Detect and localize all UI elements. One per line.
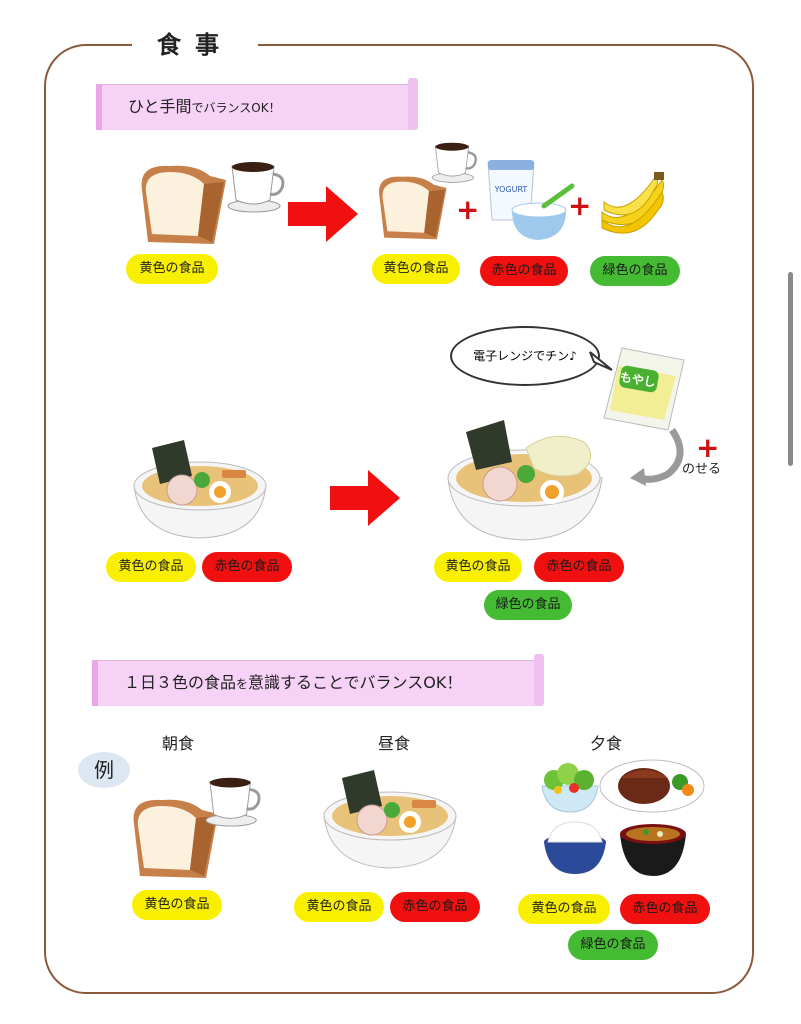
- label-yellow-food: 黄色の食品: [434, 552, 522, 582]
- label-red-food: 赤色の食品: [390, 892, 480, 922]
- bread-illustration: [141, 165, 226, 244]
- label-yellow-food: 黄色の食品: [106, 552, 196, 582]
- banner-text-c: 意識することでバランスOK！: [248, 673, 463, 692]
- arrow-right-icon: [330, 470, 400, 526]
- dinner-label: 夕食: [590, 734, 623, 753]
- label-yellow-food: 黄色の食品: [372, 254, 460, 284]
- banner-text-b: を: [236, 677, 249, 691]
- label-red-food: 赤色の食品: [202, 552, 292, 582]
- coffee-cup-icon: [227, 162, 285, 213]
- plus-icon: +: [568, 189, 592, 222]
- label-red-food: 赤色の食品: [534, 552, 624, 582]
- speech-bubble: 電子レンジでチン♪: [450, 326, 600, 386]
- lunch-label: 昼食: [378, 734, 411, 753]
- hamburg-steak-illustration: [599, 759, 705, 813]
- rice-bowl-illustration: [544, 821, 606, 874]
- section-frame: [44, 44, 754, 994]
- banner-three-colors: １日３色の食品を意識することでバランスOK！: [92, 654, 544, 706]
- label-green-food: 緑色の食品: [568, 930, 658, 960]
- label-yellow-food: 黄色の食品: [518, 894, 610, 924]
- ramen-moyashi-illustration: [447, 420, 603, 541]
- label-yellow-food: 黄色の食品: [126, 254, 218, 284]
- arrow-right-icon: [288, 186, 358, 242]
- curved-arrow-icon: [630, 428, 684, 486]
- label-green-food: 緑色の食品: [590, 256, 680, 286]
- bread-illustration: [379, 176, 447, 240]
- banner-text-b: で: [191, 101, 204, 115]
- coffee-cup-icon: [431, 142, 477, 183]
- bubble-tail: [589, 351, 613, 371]
- page-title: 食事: [132, 28, 258, 62]
- banner-text-a: １日３色の食品: [124, 673, 237, 692]
- bread-illustration: [133, 799, 218, 878]
- ramen-bowl-illustration: [323, 770, 457, 869]
- banner-text-a: ひと手間: [128, 97, 192, 116]
- breakfast-label: 朝食: [162, 734, 195, 753]
- banana-illustration: [601, 172, 665, 234]
- scrollbar-thumb[interactable]: [788, 272, 793, 466]
- plus-icon: +: [696, 431, 720, 464]
- coffee-cup-icon: [205, 777, 261, 827]
- label-yellow-food: 黄色の食品: [294, 892, 384, 922]
- banner-text-c: バランスOK！: [203, 101, 281, 115]
- plus-icon: +: [456, 193, 480, 226]
- miso-soup-illustration: [620, 824, 686, 876]
- label-green-food: 緑色の食品: [484, 590, 572, 620]
- ramen-bowl-illustration: [133, 440, 267, 539]
- yogurt-illustration: YOGURT: [487, 160, 575, 240]
- noseru-text: のせる: [682, 462, 722, 477]
- banner-hitoteima: ひと手間でバランスOK！: [96, 78, 418, 130]
- salad-illustration: [541, 763, 599, 813]
- example-badge: 例: [78, 752, 130, 788]
- yogurt-label: YOGURT: [494, 185, 528, 194]
- label-yellow-food: 黄色の食品: [132, 890, 222, 920]
- moyashi-bag-illustration: もやし: [603, 347, 685, 431]
- label-red-food: 赤色の食品: [480, 256, 568, 286]
- label-red-food: 赤色の食品: [620, 894, 710, 924]
- moyashi-label: もやし: [619, 370, 657, 390]
